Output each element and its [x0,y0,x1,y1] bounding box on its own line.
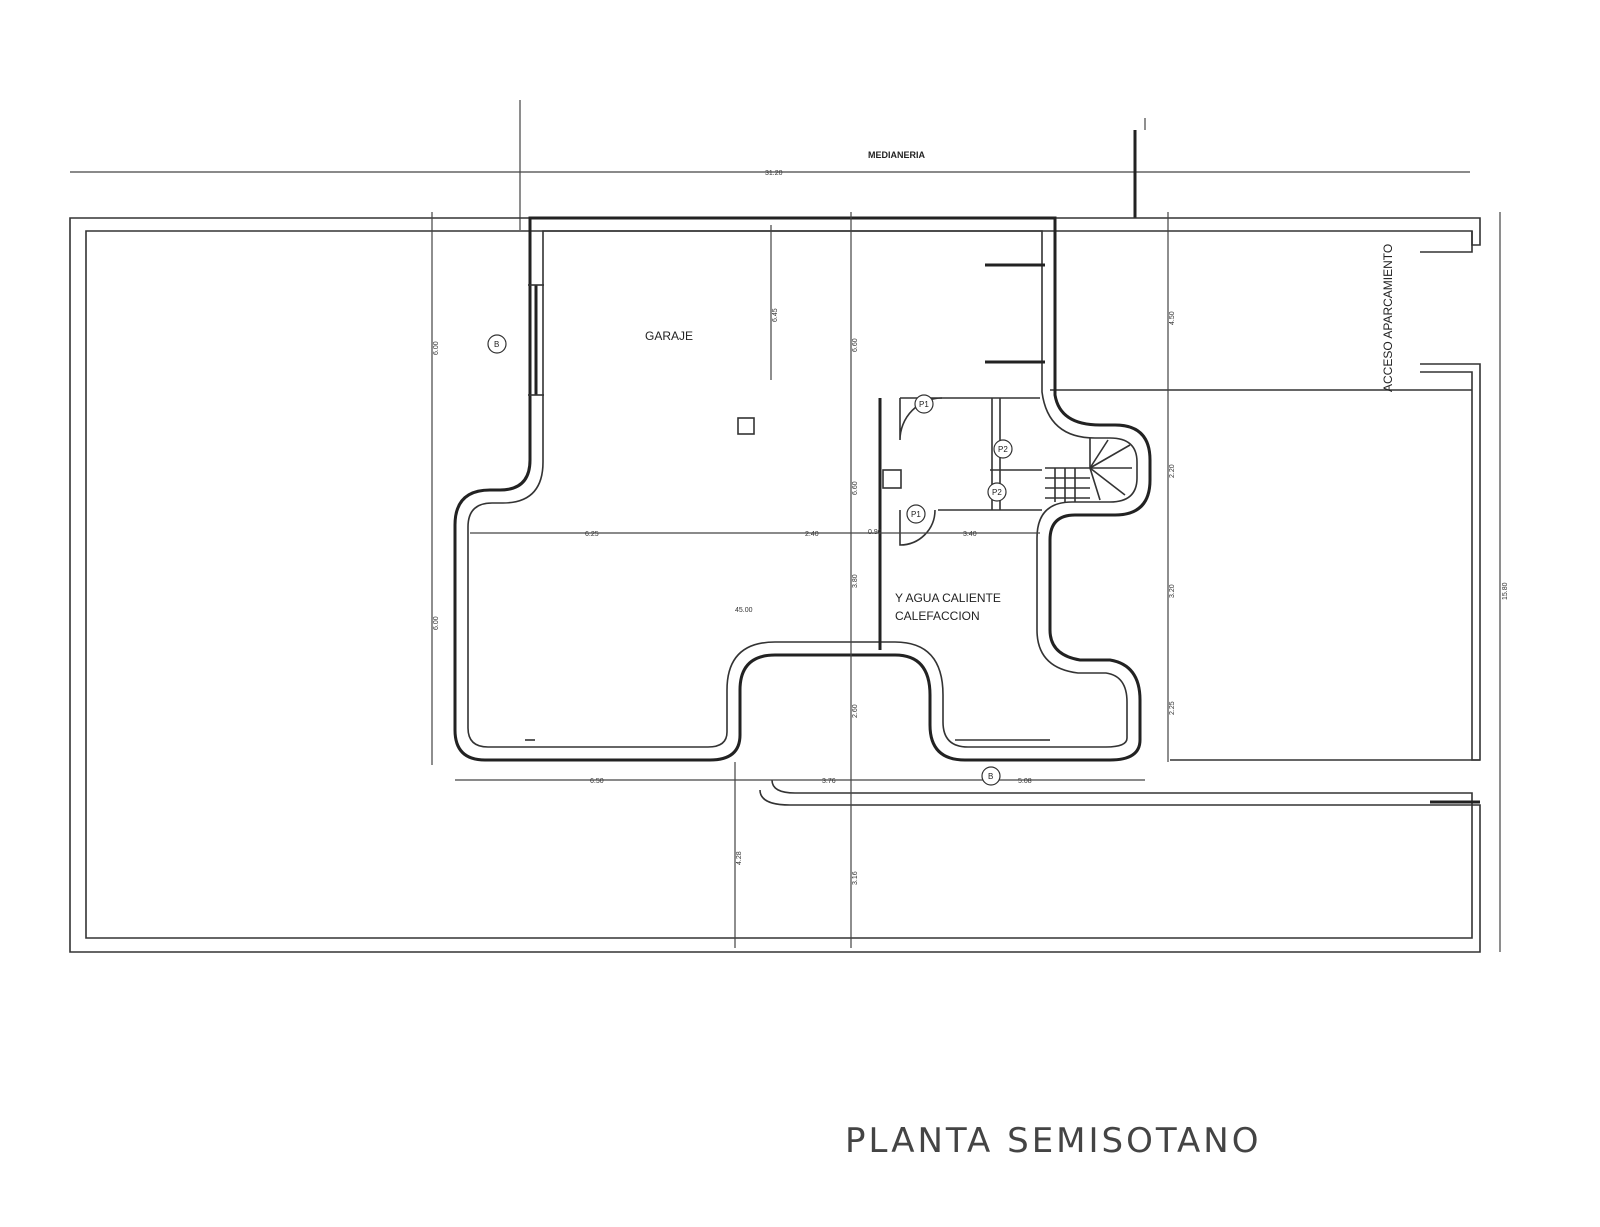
access-label: ACCESO APARCAMIENTO [1381,244,1395,392]
total-width-dim: 31.20 [765,170,783,177]
mid-width-right-dim: 3.40 [963,531,977,538]
tag-label: P1 [919,400,929,409]
tag-label: B [494,340,499,349]
tag-marker: P1 [914,394,934,414]
left-height-top-dim: 6.00 [433,341,440,355]
area-label: 45.00 [735,607,753,614]
bottom-width-right-dim: 5.08 [1018,778,1032,785]
tag-label: B [988,772,993,781]
tag-label: P2 [998,445,1008,454]
garage-label: GARAJE [645,329,693,343]
mid-width-center-dim: 2.40 [805,531,819,538]
boundary-dimension: MEDIANERIA 31.20 [70,100,1470,230]
right-height-mid2-dim: 3.20 [1169,584,1176,598]
right-height-mid1-dim: 2.20 [1169,464,1176,478]
heating-label-line1: Y AGUA CALIENTE [895,591,1001,605]
tag-marker: B [487,334,507,354]
tag-marker: P2 [987,482,1007,502]
center-height-lower-dim: 3.80 [852,574,859,588]
tag-label: P1 [911,510,921,519]
lower-left-height-dim: 4.28 [736,851,743,865]
room-labels: GARAJE Y AGUA CALIENTE CALEFACCION 45.00… [645,244,1395,623]
bottom-width-left-dim: 6.50 [590,778,604,785]
plot-perimeter [69,217,1481,953]
house-walls [453,216,1152,762]
center-height-base-dim: 3.16 [852,871,859,885]
mid-width-left-dim: 6.25 [585,531,599,538]
left-height-bottom-dim: 6.00 [433,616,440,630]
right-height-low-dim: 2.25 [1169,701,1176,715]
tag-marker: B [981,766,1001,786]
mid-width-small-dim: 0.90 [868,529,882,536]
plan-title: PLANTA SEMISOTANO [845,1121,1261,1161]
tag-marker: P2 [993,439,1013,459]
center-height-mid-dim: 6.60 [852,481,859,495]
tag-label: P2 [992,488,1002,497]
heating-label-line2: CALEFACCION [895,609,980,623]
dimension-lines: 6.00 6.00 6.45 6.60 6.60 3.80 2.60 3.16 … [431,212,1509,952]
boundary-label: MEDIANERIA [868,150,926,160]
stair [1045,438,1132,502]
garage-height-dim: 6.45 [772,308,779,322]
total-depth-dim: 15.80 [1502,582,1509,600]
tag-marker: P1 [906,504,926,524]
center-height-bottom-dim: 2.60 [852,704,859,718]
center-height-top-dim: 6.60 [852,338,859,352]
right-height-top-dim: 4.50 [1169,311,1176,325]
interior-partitions [737,397,1132,650]
bottom-width-center-dim: 3.76 [822,778,836,785]
